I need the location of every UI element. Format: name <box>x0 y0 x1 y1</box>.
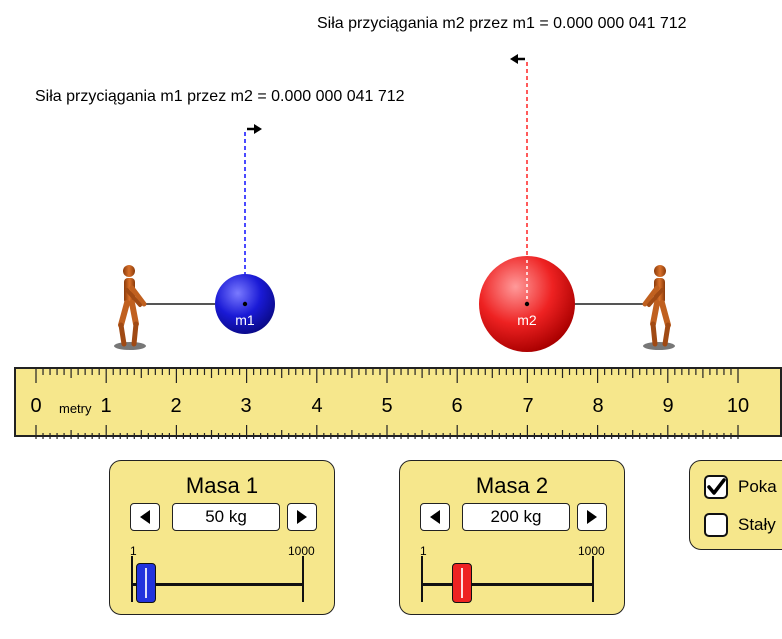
ruler-number-6: 6 <box>451 395 463 417</box>
ruler-number-5: 5 <box>381 395 393 417</box>
ruler-number-9: 9 <box>662 395 674 417</box>
ruler-number-1: 1 <box>100 395 112 417</box>
mass2-max-label: 1000 <box>578 544 605 558</box>
mass2-increase-button[interactable] <box>577 503 607 531</box>
mass1-value-field[interactable]: 50 kg <box>172 503 280 531</box>
mass-m1-label: m1 <box>235 312 255 328</box>
ruler-number-10: 10 <box>726 395 750 417</box>
mass1-slider-track[interactable] <box>131 583 304 586</box>
mass2-slider-thumb[interactable] <box>452 563 473 603</box>
ruler-number-8: 8 <box>592 395 604 417</box>
mass2-min-label: 1 <box>420 544 427 558</box>
triangle-right-icon <box>297 510 307 524</box>
options-panel: Poka Stały <box>689 460 782 550</box>
ruler[interactable]: 0 metry 1 2 3 4 5 6 7 8 9 10 <box>14 367 782 439</box>
ruler-number-7: 7 <box>522 395 534 417</box>
mass1-min-label: 1 <box>130 544 137 558</box>
mass2-slider-track[interactable] <box>421 583 594 586</box>
puller-right-figure <box>642 265 675 350</box>
mass1-track-start <box>131 556 133 602</box>
show-values-label: Poka <box>738 477 777 496</box>
mass-m2-label: m2 <box>517 312 537 328</box>
puller-left-figure <box>114 265 147 350</box>
mass1-decrease-button[interactable] <box>130 503 160 531</box>
mass1-increase-button[interactable] <box>287 503 317 531</box>
mass2-panel: Masa 2 200 kg 1 1000 <box>399 460 625 615</box>
mass2-value-field[interactable]: 200 kg <box>462 503 570 531</box>
ruler-ticks <box>35 369 739 439</box>
mass-m2-sphere[interactable] <box>479 256 575 352</box>
mass1-max-label: 1000 <box>288 544 315 558</box>
show-values-checkbox[interactable] <box>704 475 728 499</box>
ruler-unit-label: metry <box>59 401 92 416</box>
mass2-track-end <box>592 556 594 602</box>
constant-size-label: Stały <box>738 515 776 534</box>
mass-m1-sphere[interactable] <box>215 274 275 334</box>
ruler-number-4: 4 <box>311 395 323 417</box>
mass1-slider-thumb[interactable] <box>136 563 157 603</box>
mass2-decrease-button[interactable] <box>420 503 450 531</box>
force-arrow-m2 <box>510 54 528 304</box>
simulation-scene <box>114 54 675 352</box>
mass2-title: Masa 2 <box>475 473 549 498</box>
triangle-left-icon <box>140 510 150 524</box>
force-label-m1: Siła przyciągania m1 przez m2 = 0.000 00… <box>35 88 405 105</box>
checkmark-icon <box>707 478 726 495</box>
ruler-number-2: 2 <box>170 395 182 417</box>
ruler-number-3: 3 <box>240 395 252 417</box>
ruler-number-0: 0 <box>30 395 42 417</box>
mass1-track-end <box>302 556 304 602</box>
triangle-left-icon <box>430 510 440 524</box>
mass2-track-start <box>421 556 423 602</box>
triangle-right-icon <box>587 510 597 524</box>
constant-size-checkbox[interactable] <box>704 513 728 537</box>
mass1-panel: Masa 1 50 kg 1 1000 <box>109 460 335 615</box>
force-label-m2: Siła przyciągania m2 przez m1 = 0.000 00… <box>317 15 687 32</box>
mass1-title: Masa 1 <box>185 473 259 498</box>
